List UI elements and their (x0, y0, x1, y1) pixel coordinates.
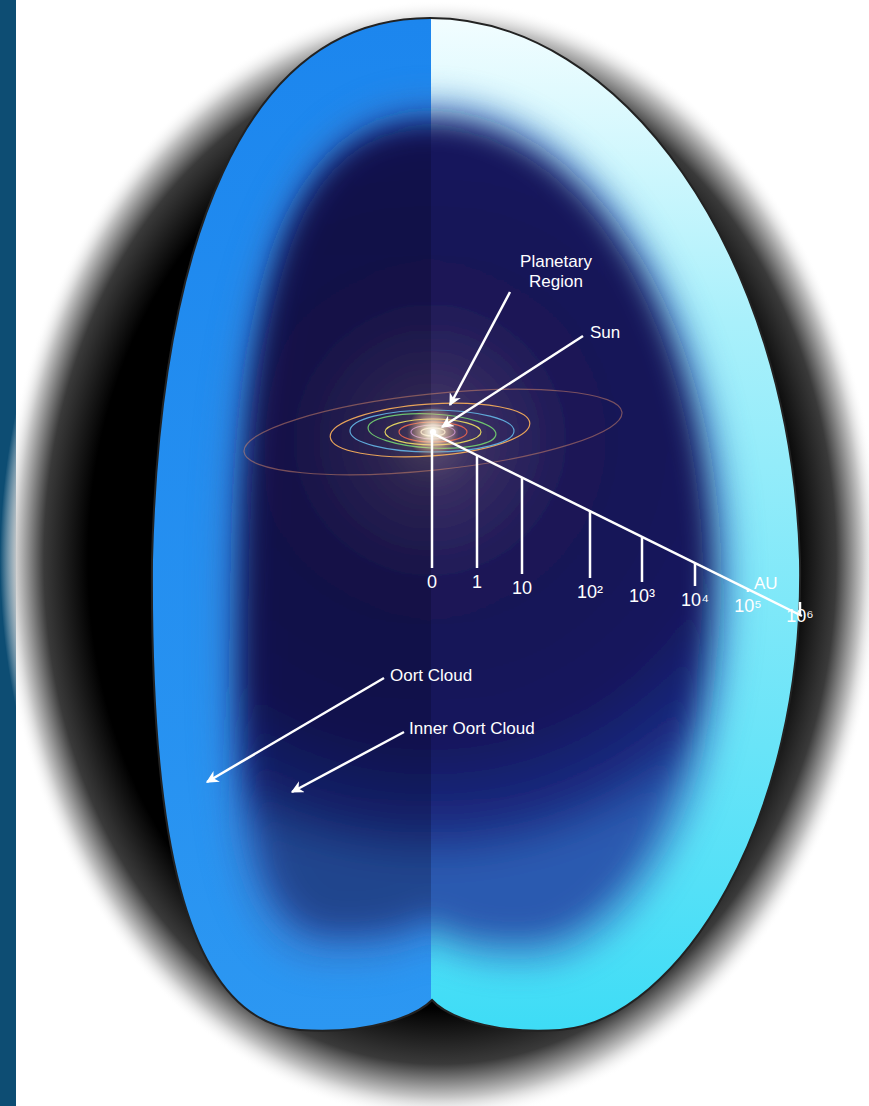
callout-arrows (207, 292, 583, 792)
orbit (328, 397, 531, 463)
inner-oort-cloud (214, 95, 738, 969)
oort-shell-left (152, 18, 431, 1031)
scale-number: 10⁵ (734, 596, 761, 617)
shell-outline (152, 18, 800, 1031)
scale-line (432, 433, 802, 616)
distance-scale (432, 433, 802, 616)
scale-tick (589, 511, 592, 578)
region-label: Planetary Region (510, 252, 602, 291)
scale-tick (694, 563, 697, 586)
scale-tick (641, 537, 644, 582)
scale-number: 10³ (629, 586, 655, 607)
scale-tick (476, 455, 479, 568)
sun-label: Sun (590, 323, 620, 343)
scale-number: 10⁶ (786, 606, 813, 627)
scale-number: 1 (472, 572, 482, 593)
scale-number: 0 (427, 572, 437, 593)
leader-arrow (442, 336, 583, 427)
scale-tick (747, 589, 750, 592)
scale-number: 10² (577, 582, 603, 603)
leader-arrow (207, 678, 384, 782)
scale-tick (431, 433, 434, 568)
scale-number: 10 (512, 578, 532, 599)
region-label: Oort Cloud (390, 666, 472, 686)
interior-space (239, 120, 712, 941)
interior-shade (254, 140, 431, 925)
leader-arrow (292, 732, 404, 792)
scale-number: 10⁴ (681, 590, 709, 611)
unit-label: AU (754, 574, 778, 594)
scale-tick (521, 478, 524, 574)
region-label: Inner Oort Cloud (409, 719, 535, 739)
